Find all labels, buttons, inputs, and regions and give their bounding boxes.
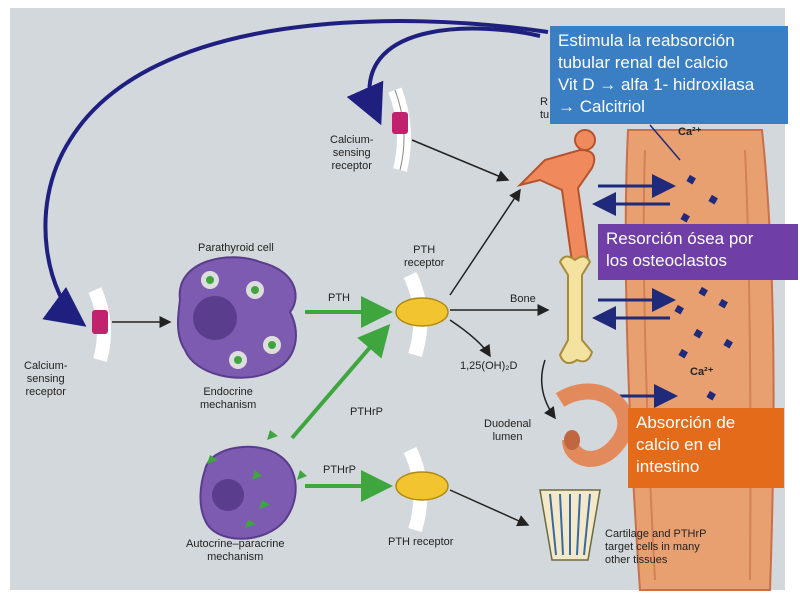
calcium-ion-bottom-label: Ca²⁺	[690, 366, 714, 378]
autocrine-paracrine-label: Autocrine–paracrine mechanism	[186, 538, 285, 563]
calcium-sensing-receptor-top-label: Calcium- sensing receptor	[330, 134, 374, 172]
pth-receptor-top-label: PTH receptor	[404, 244, 445, 269]
parathyroid-cell-label: Parathyroid cell	[198, 242, 274, 254]
renal-reabsorption-callout: Estimula la reabsorción tubular renal de…	[550, 26, 788, 124]
calcium-receptor-icon	[88, 287, 111, 362]
pthrp-upper-label: PTHrP	[350, 406, 383, 418]
cartilage-label: Cartilage and PTHrP target cells in many…	[605, 528, 707, 566]
pth-label: PTH	[328, 292, 350, 304]
duodenum-icon	[555, 383, 634, 467]
pth-receptor-icon	[395, 446, 449, 533]
endocrine-mechanism-label: Endocrine mechanism	[200, 386, 257, 411]
pth-receptor-bottom-label: PTH receptor	[388, 536, 454, 548]
renal-tubule-partial-label: R tu	[540, 96, 550, 121]
duodenal-lumen-label: Duodenal lumen	[484, 418, 532, 443]
pth-receptor-icon	[395, 271, 449, 358]
intestinal-absorption-callout: Absorción de calcio en el intestino	[628, 408, 784, 488]
calcium-sensing-receptor-left-label: Calcium- sensing receptor	[24, 360, 68, 398]
blood-vessel-icon	[592, 124, 775, 591]
kidney-tubule-icon	[516, 129, 596, 264]
vitamin-d-label: 1,25(OH)₂D	[460, 360, 518, 372]
cartilage-icon	[539, 489, 601, 561]
autocrine-cell-icon	[199, 430, 307, 540]
pthrp-lower-label: PTHrP	[323, 464, 356, 476]
bone-label: Bone	[510, 293, 536, 305]
bone-resorption-callout: Resorción ósea por los osteoclastos	[598, 224, 798, 280]
bone-icon	[558, 255, 594, 365]
calcium-receptor-icon	[388, 87, 411, 172]
parathyroid-cell-icon	[177, 256, 297, 379]
calcium-ion-top-label: Ca²⁺	[678, 126, 702, 138]
